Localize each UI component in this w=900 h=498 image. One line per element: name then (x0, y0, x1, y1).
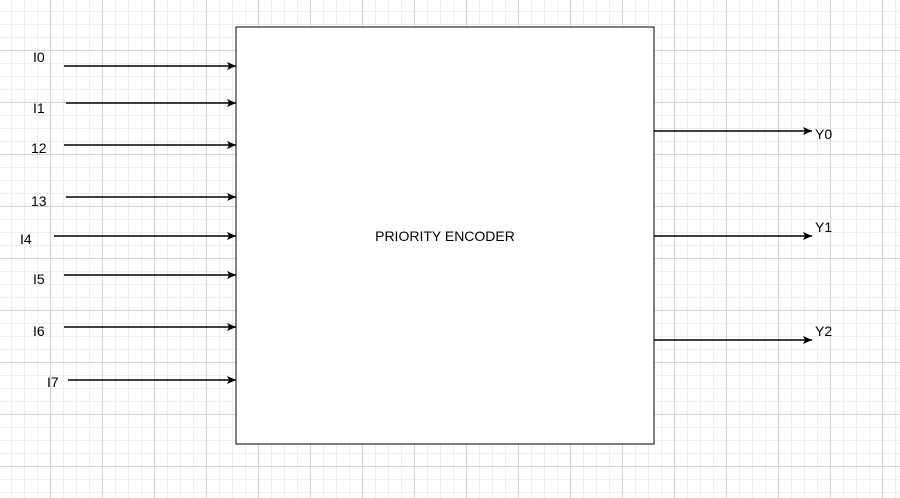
output-label-y1: Y1 (815, 219, 832, 235)
input-label-i6: I6 (33, 323, 45, 339)
input-label-i5: I5 (33, 271, 45, 287)
input-label-i7: I7 (47, 374, 59, 390)
output-label-y0: Y0 (815, 126, 832, 142)
input-label-i3: 13 (31, 193, 47, 209)
input-label-i0: I0 (33, 49, 45, 65)
input-label-i2: 12 (31, 140, 47, 156)
encoder-block[interactable] (235, 26, 655, 445)
encoder-label: PRIORITY ENCODER (375, 228, 515, 244)
output-label-y2: Y2 (815, 323, 832, 339)
input-label-i1: I1 (33, 100, 45, 116)
input-label-i4: I4 (20, 231, 32, 247)
